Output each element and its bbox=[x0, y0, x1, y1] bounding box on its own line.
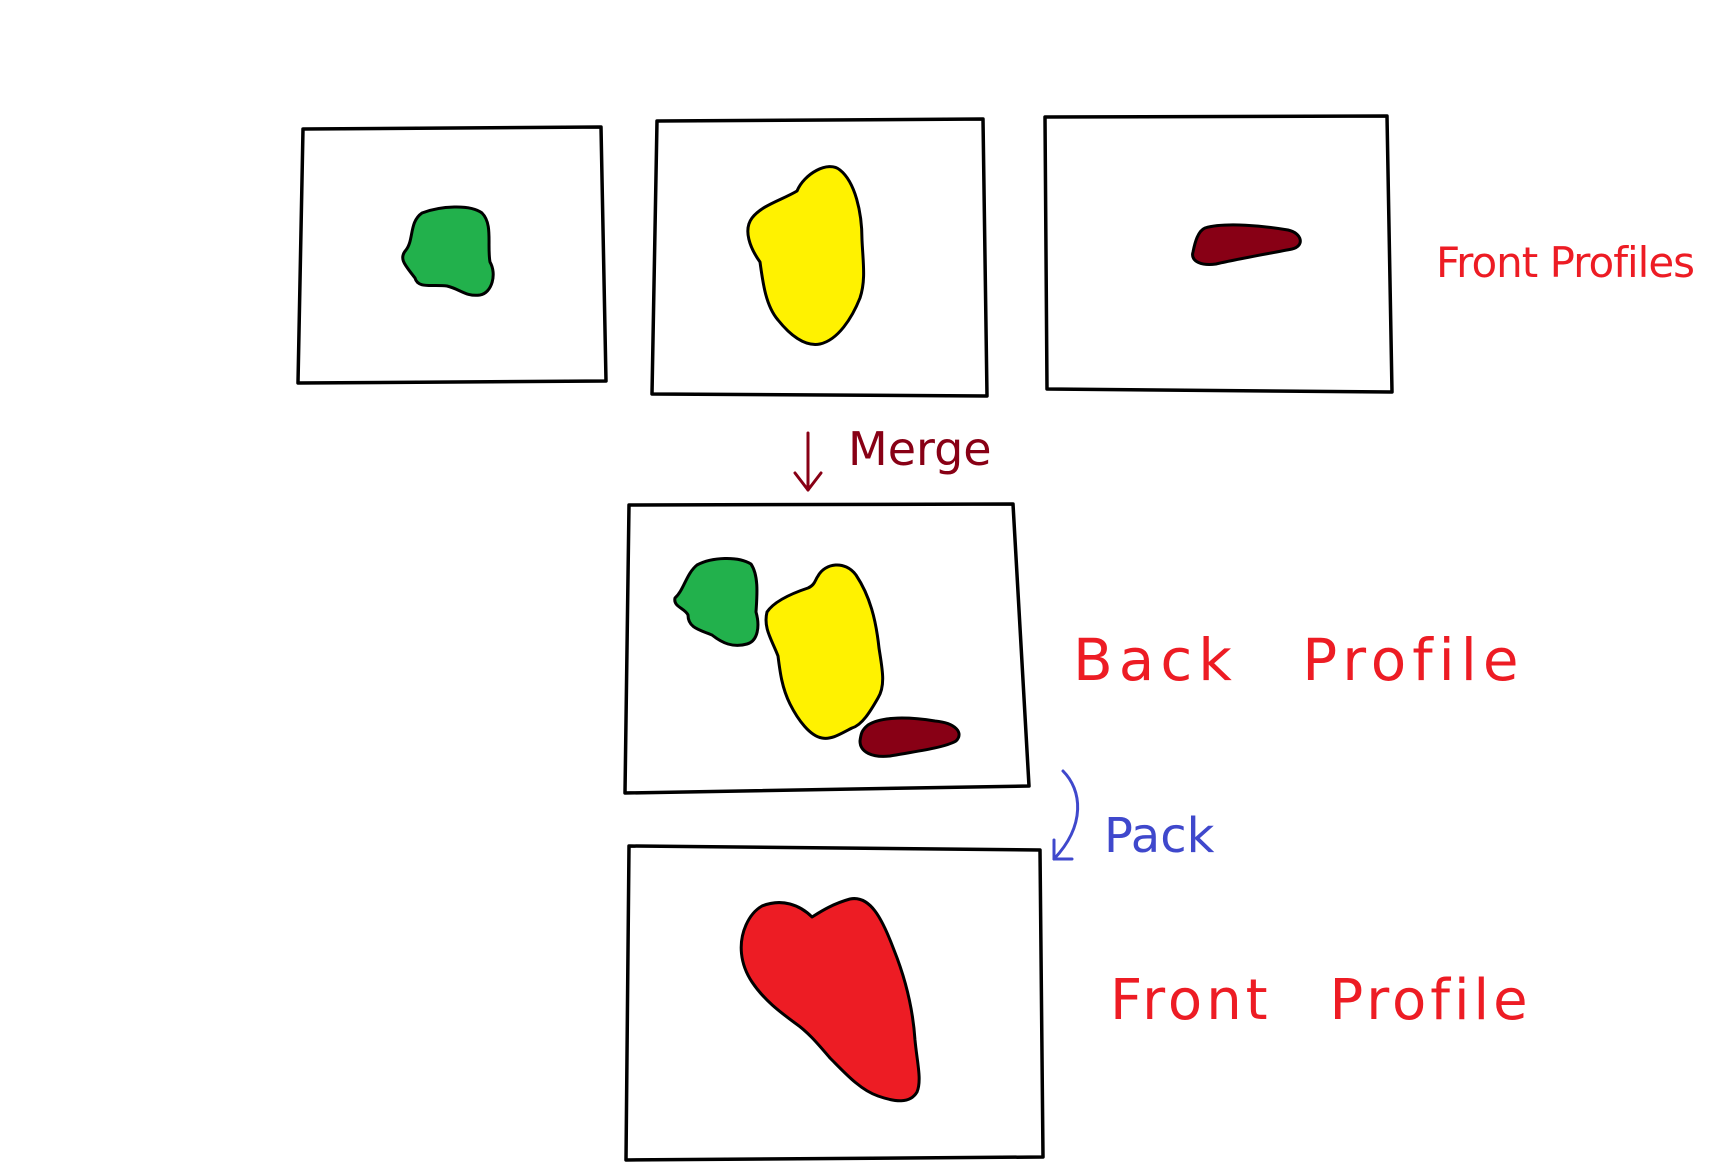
down-arrow-icon bbox=[793, 431, 823, 492]
back-profile-label: Back Profile bbox=[1073, 626, 1525, 694]
curved-arrow-icon bbox=[1052, 769, 1080, 861]
back-profile-frame bbox=[623, 502, 1031, 795]
green-shape bbox=[401, 205, 495, 297]
front-profiles-label: Front Profiles bbox=[1436, 238, 1694, 287]
front-profile-frame-3 bbox=[1043, 114, 1394, 394]
merged-darkred-shape bbox=[858, 716, 961, 758]
pack-label: Pack bbox=[1104, 808, 1215, 864]
front-profiles-row bbox=[296, 114, 1394, 398]
merged-yellow-shape bbox=[764, 563, 885, 740]
front-profile-frame bbox=[624, 844, 1045, 1162]
front-profile-frame-2 bbox=[650, 117, 989, 398]
merged-green-shape bbox=[673, 557, 760, 647]
front-profile-label: Front Profile bbox=[1110, 968, 1532, 1033]
merge-label: Merge bbox=[848, 422, 992, 476]
darkred-shape bbox=[1191, 223, 1302, 266]
front-profile-frame-1 bbox=[296, 125, 608, 385]
packed-red-shape bbox=[739, 897, 921, 1103]
yellow-shape bbox=[746, 165, 866, 346]
